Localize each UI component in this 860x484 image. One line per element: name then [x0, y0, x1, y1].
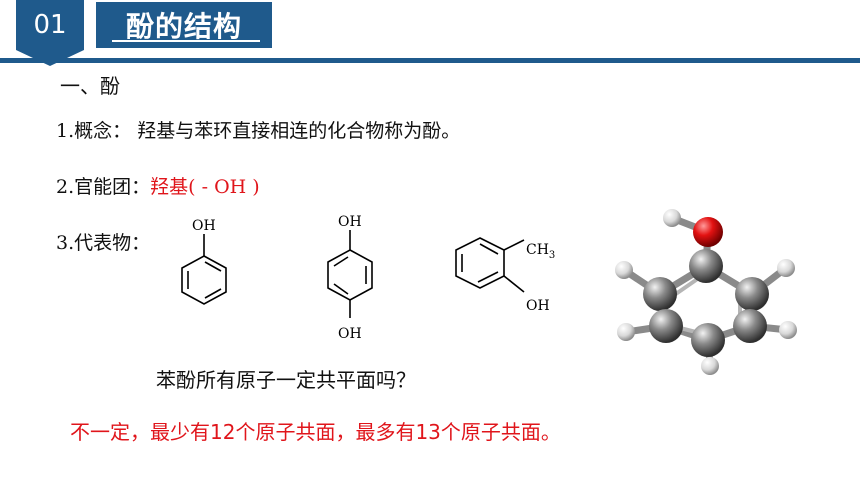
cresol-structure: CH3 OH — [455, 237, 555, 314]
cresol-ch3-main: CH — [526, 242, 549, 258]
cresol-ch3-label: CH3 — [526, 242, 555, 261]
carbon-atom — [689, 249, 723, 283]
badge-pointer — [16, 50, 84, 66]
group-prefix: 2. — [56, 176, 75, 198]
carbon-atom — [643, 277, 677, 311]
section-heading: 一、酚 — [60, 74, 120, 98]
group-formula: ( - OH ) — [188, 176, 260, 198]
question-text: 苯酚所有原子一定共平面吗？ — [156, 368, 416, 392]
hydrogen-atom — [615, 261, 633, 279]
cresol-ch3-subscript: 3 — [549, 250, 555, 261]
hydrogen-atom — [779, 321, 797, 339]
answer-text: 不一定，最少有12个原子共面，最多有13个原子共面。 — [70, 420, 561, 444]
title-underline — [112, 40, 260, 42]
carbon-atom — [691, 323, 725, 357]
concept-label: 概念： — [74, 120, 132, 142]
concept-line: 1.概念： 羟基与苯环直接相连的化合物称为酚。 — [56, 116, 460, 143]
carbon-atom — [733, 309, 767, 343]
carbon-atom — [649, 309, 683, 343]
example-prefix: 3. — [56, 232, 75, 254]
header-divider — [0, 58, 860, 63]
group-label: 官能团： — [74, 176, 151, 198]
section-number-badge: 01 — [16, 0, 84, 50]
phenol-oh-label: OH — [192, 218, 216, 234]
hydrogen-atom — [701, 357, 719, 375]
page-title: 酚的结构 — [125, 10, 242, 43]
hydrogen-atom-oh — [663, 209, 681, 227]
phenol-3d-model — [615, 209, 797, 375]
hydrogen-atom — [777, 259, 795, 277]
section-number: 01 — [33, 10, 67, 40]
hydrogen-atom — [617, 323, 635, 341]
group-name: 羟基 — [150, 176, 189, 198]
hydroquinone-structure: OH OH — [327, 214, 373, 342]
functional-group-line: 2.官能团：羟基( - OH ) — [56, 172, 260, 199]
phenol-structure: OH — [181, 218, 227, 305]
cresol-oh-label: OH — [526, 298, 550, 314]
concept-prefix: 1. — [56, 120, 75, 142]
example-label: 代表物： — [74, 232, 151, 254]
carbon-atom — [735, 277, 769, 311]
oxygen-atom — [693, 217, 723, 247]
hydroquinone-oh-bottom-label: OH — [338, 326, 362, 342]
hydroquinone-oh-top-label: OH — [338, 214, 362, 230]
examples-line: 3.代表物： — [56, 228, 150, 255]
concept-text: 羟基与苯环直接相连的化合物称为酚。 — [137, 120, 461, 142]
